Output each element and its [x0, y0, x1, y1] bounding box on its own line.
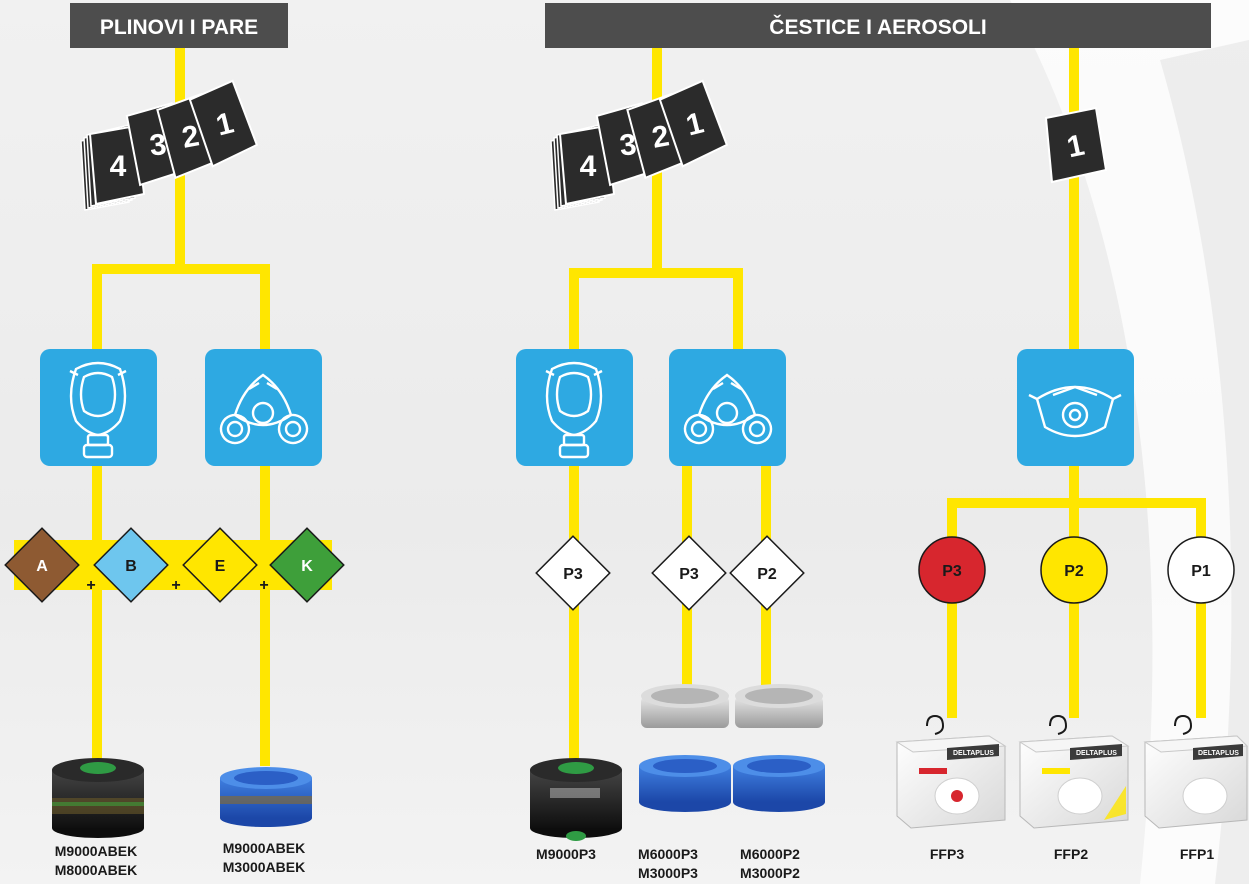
product-code: M3000P3 [638, 865, 698, 881]
gas-filter-K: K [269, 527, 345, 603]
ffp3-box: DELTAPLUS [895, 714, 1007, 829]
header-particles: ČESTICE I AEROSOLI [545, 3, 1211, 48]
product-code: M3000P2 [740, 865, 800, 881]
gas-filter-E: E [182, 527, 258, 603]
step-number: 3 [618, 128, 638, 163]
step-number: 1 [1064, 129, 1087, 165]
step-number: 4 [110, 150, 127, 183]
ffp1-box: DELTAPLUS [1143, 714, 1249, 829]
step-card-face [188, 79, 259, 168]
product-code: M6000P3 [638, 846, 698, 862]
product-code: M8000ABEK [55, 862, 137, 878]
step-card-face [658, 79, 729, 168]
product-labels: M9000ABEK M8000ABEK M9000ABEK M3000ABEK … [55, 840, 1215, 881]
product-code: M3000ABEK [223, 859, 305, 875]
cartridge-blue-abek [220, 767, 312, 827]
header-gases-label: PLINOVI I PARE [100, 16, 258, 39]
particle-filter-P2-half: P2 [729, 535, 805, 611]
step-number: 3 [148, 128, 168, 163]
ffp2-box: DELTAPLUS [1018, 714, 1130, 829]
step-card: 1 [188, 79, 259, 168]
step-number: 2 [180, 119, 202, 154]
filter-label: A [36, 558, 48, 575]
product-code: M9000P3 [536, 846, 596, 862]
filter-label: P3 [679, 566, 699, 583]
product-code: FFP2 [1054, 846, 1088, 862]
disposable-class-P2: P2 [1040, 536, 1108, 604]
product-code: M6000P2 [740, 846, 800, 862]
particle-filter-P3-half: P3 [651, 535, 727, 611]
cartridge-grey-blue-p2 [733, 684, 825, 812]
step-number: 4 [580, 150, 597, 183]
cartridge-black-p3 [530, 758, 622, 841]
filter-label: B [125, 558, 137, 575]
particle-filter-P3-full: P3 [535, 535, 611, 611]
step-card: 4 [88, 124, 146, 206]
brand-logo: DELTAPLUS [1076, 750, 1117, 757]
product-code: M9000ABEK [223, 840, 305, 856]
full-face-mask-icon [516, 349, 633, 466]
cartridge-grey-blue-p3 [639, 684, 731, 812]
product-code: FFP1 [1180, 846, 1214, 862]
filter-label: E [215, 558, 226, 575]
step-number: 2 [650, 119, 672, 154]
disposable-respirator-icon [1017, 349, 1134, 466]
plus-sign: + [259, 577, 268, 594]
plus-sign: + [86, 577, 95, 594]
disposable-class-P1: P1 [1167, 536, 1235, 604]
step-card-disposable: 1 [1044, 106, 1108, 184]
header-gases: PLINOVI I PARE [70, 3, 288, 48]
product-code: FFP3 [930, 846, 964, 862]
cartridge-black-abek [52, 758, 144, 838]
step-card-face [88, 124, 146, 206]
plus-sign: + [171, 577, 180, 594]
step-card: 1 [658, 79, 729, 168]
step-card-face [558, 124, 616, 206]
half-mask-icon [205, 349, 322, 466]
gas-filter-A: A [4, 527, 80, 603]
background-swoosh-inner [1160, 40, 1249, 884]
disposable-class-P3: P3 [918, 536, 986, 604]
half-mask-icon [669, 349, 786, 466]
filter-label: P1 [1191, 563, 1211, 580]
filter-label: P2 [757, 566, 777, 583]
filter-label: P3 [563, 566, 583, 583]
filter-label: K [301, 558, 313, 575]
step-card: 4 [558, 124, 616, 206]
brand-logo: DELTAPLUS [1198, 750, 1239, 757]
background-swoosh [1010, 0, 1249, 884]
gas-filter-B: B [93, 527, 169, 603]
filter-label: P3 [942, 563, 962, 580]
product-code: M9000ABEK [55, 843, 137, 859]
plus-signs: + + + [86, 577, 268, 594]
filter-label: P2 [1064, 563, 1084, 580]
brand-logo: DELTAPLUS [953, 750, 994, 757]
header-particles-label: ČESTICE I AEROSOLI [769, 15, 986, 39]
full-face-mask-icon [40, 349, 157, 466]
